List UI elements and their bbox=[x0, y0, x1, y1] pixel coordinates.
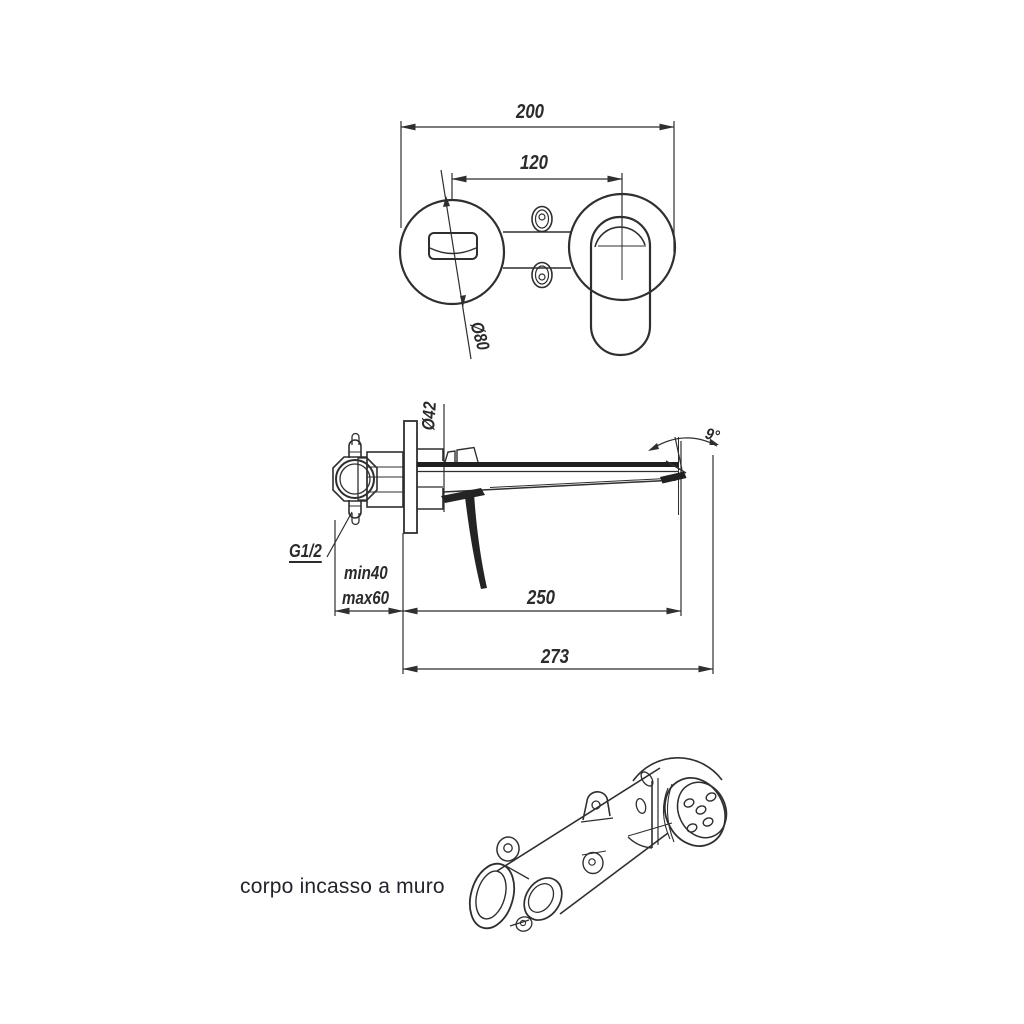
iso-view-rough-in-body bbox=[468, 757, 728, 932]
side-view bbox=[332, 420, 687, 589]
flange-holes bbox=[683, 792, 717, 833]
dim-250-label: 250 bbox=[527, 587, 556, 609]
aerator bbox=[660, 471, 687, 484]
depth-min-label: min40 bbox=[344, 563, 388, 583]
dim-200-label: 200 bbox=[516, 101, 545, 123]
wall-plate bbox=[403, 420, 418, 534]
dim-120-label: 120 bbox=[520, 152, 549, 174]
mounting-lug-top bbox=[531, 205, 553, 233]
dim-273-label: 273 bbox=[541, 646, 570, 668]
dia-42-label: Ø42 bbox=[418, 401, 440, 431]
handle-side bbox=[465, 493, 487, 589]
depth-max-label: max60 bbox=[342, 588, 390, 608]
spout-side bbox=[417, 460, 687, 493]
spout-outlet-front bbox=[428, 232, 478, 260]
caption-corpo-incasso: corpo incasso a muro bbox=[240, 875, 445, 898]
front-view bbox=[398, 192, 677, 357]
handle-front bbox=[589, 215, 652, 357]
mounting-lug-bottom bbox=[531, 261, 553, 289]
thread-g12-label: G1/2 bbox=[289, 541, 322, 563]
